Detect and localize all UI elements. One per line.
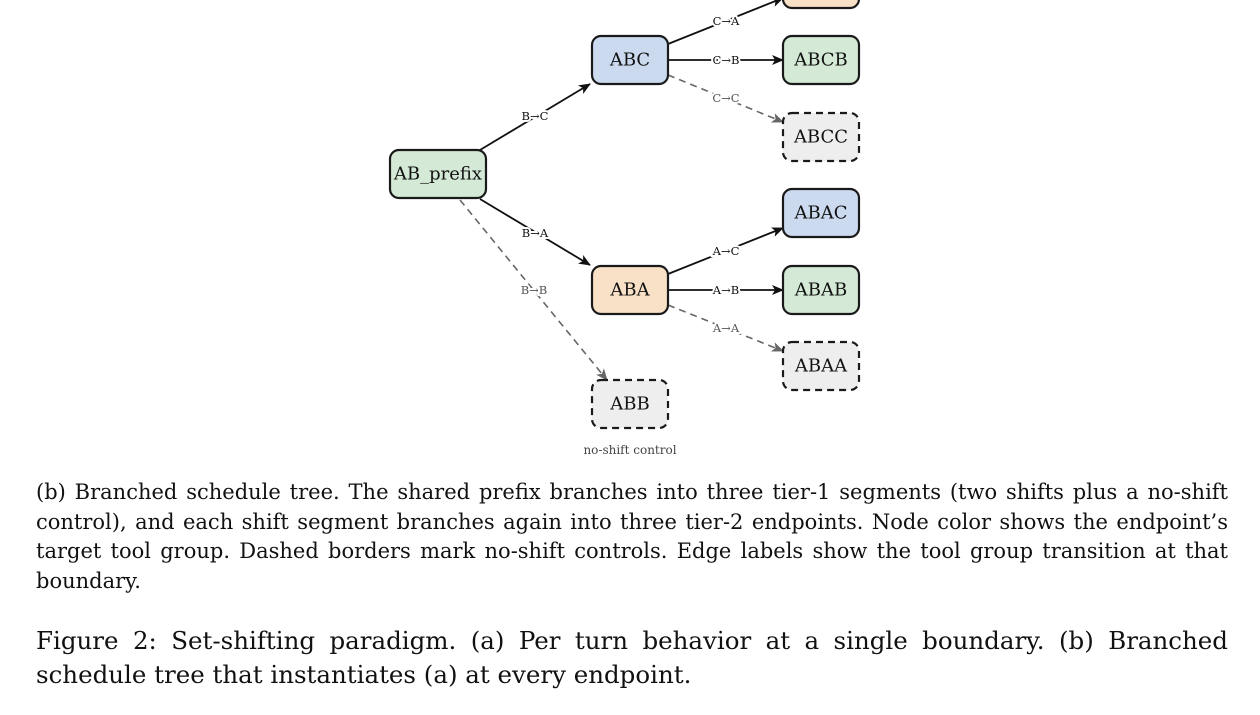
edge-abc-to-abca: C→A xyxy=(667,0,784,45)
node-box xyxy=(388,148,488,200)
node-label: ABAA xyxy=(794,356,848,377)
edge-line xyxy=(459,199,608,381)
node-abca xyxy=(781,0,861,10)
node-ab-prefix: AB_prefix xyxy=(388,148,488,200)
node-abb: ABB xyxy=(590,378,670,430)
edge-label: B→A xyxy=(522,226,549,240)
no-shift-control-note: no-shift control xyxy=(583,443,676,457)
figure-caption: Figure 2: Set-shifting paradigm. (a) Per… xyxy=(36,626,1228,689)
node-box xyxy=(781,340,861,392)
edge-abc-to-abcc: C→C xyxy=(667,74,784,123)
edge-abc-to-abcb: C→B xyxy=(668,51,784,69)
edges-layer: B→C B→A B→B C→A C→B C→C A→C A→B A→A xyxy=(459,0,784,381)
node-aba: ABA xyxy=(590,264,670,316)
edge-line xyxy=(667,227,784,275)
edge-line xyxy=(479,83,591,151)
node-box xyxy=(590,378,670,430)
edge-label: A→C xyxy=(712,244,740,258)
node-abcc: ABCC xyxy=(781,111,861,163)
edge-line xyxy=(667,74,784,123)
edge-label: A→B xyxy=(712,283,739,297)
node-abcb: ABCB xyxy=(781,34,861,86)
node-label: ABA xyxy=(609,280,650,301)
node-box xyxy=(781,111,861,163)
edge-ab-prefix-to-aba: B→A xyxy=(479,198,591,266)
node-abac: ABAC xyxy=(781,187,861,239)
node-box xyxy=(590,264,670,316)
edge-label: B→B xyxy=(521,283,548,297)
schedule-tree-diagram: B→C B→A B→B C→A C→B C→C A→C A→B A→A AB_prefix ABC… xyxy=(388,0,861,457)
node-label: ABCC xyxy=(793,127,848,148)
node-abab: ABAB xyxy=(781,264,861,316)
edge-label: B→C xyxy=(522,109,549,123)
node-abc: ABC xyxy=(590,34,670,86)
node-label: ABB xyxy=(609,394,649,415)
edge-ab-prefix-to-abb: B→B xyxy=(459,199,608,381)
node-label: ABCB xyxy=(793,50,848,71)
subfigure-caption: (b) Branched schedule tree. The shared p… xyxy=(36,480,1228,593)
node-box xyxy=(781,34,861,86)
edge-label: A→A xyxy=(712,321,740,335)
edge-label: C→B xyxy=(713,53,740,67)
node-label: ABAB xyxy=(794,280,847,301)
node-label: ABAC xyxy=(794,203,848,224)
node-box xyxy=(781,187,861,239)
edge-aba-to-abab: A→B xyxy=(668,281,784,299)
edge-ab-prefix-to-abc: B→C xyxy=(479,83,591,151)
edge-aba-to-abac: A→C xyxy=(667,227,784,275)
edge-line xyxy=(667,0,784,45)
node-abaa: ABAA xyxy=(781,340,861,392)
edge-line xyxy=(667,304,784,352)
edge-aba-to-abaa: A→A xyxy=(667,304,784,352)
edge-line xyxy=(479,198,591,266)
node-box xyxy=(781,264,861,316)
nodes-layer: AB_prefix ABC ABA ABB ABCB ABCC ABAC ABAB ABAA xyxy=(388,0,861,430)
node-label: ABC xyxy=(609,50,650,71)
node-box xyxy=(590,34,670,86)
node-box xyxy=(781,0,861,10)
node-label: AB_prefix xyxy=(393,164,482,185)
edge-label: C→C xyxy=(712,91,739,105)
edge-label: C→A xyxy=(713,14,740,28)
